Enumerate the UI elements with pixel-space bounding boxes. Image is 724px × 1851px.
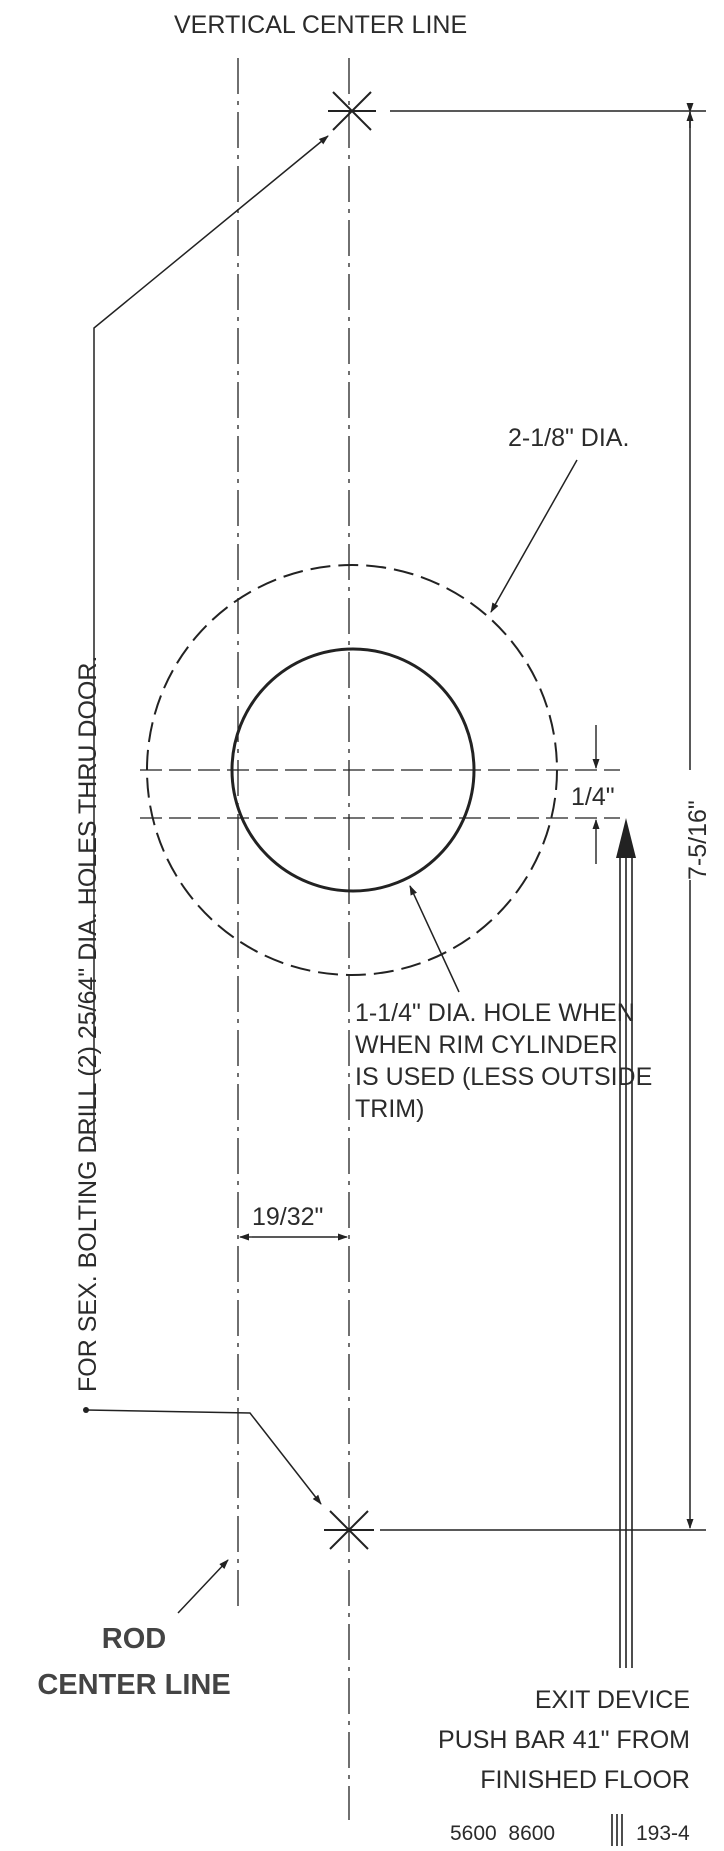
inner-hole-1-1-4-dia (230, 647, 476, 893)
bottom-bolt-hole-mark (324, 1510, 374, 1550)
height-dim-label: 7-5/16" (684, 800, 712, 880)
top-bolt-hole-mark (328, 91, 376, 131)
outer-circle-2-1-8-dia (146, 564, 558, 976)
height-dimension (380, 103, 706, 1531)
bolting-leader-bottom (85, 1409, 322, 1505)
drawing-number-label: 193-4 (636, 1822, 690, 1845)
offset-dim-label: 1/4" (571, 783, 615, 811)
push-bar-indicator (616, 818, 636, 1668)
rod-offset-dim-label: 19/32" (252, 1203, 323, 1231)
exit-device-label-line1: EXIT DEVICE (535, 1686, 690, 1714)
drawing-number-divider (611, 1814, 623, 1846)
inner-hole-label-line4: TRIM) (355, 1095, 424, 1123)
bolting-note-label: FOR SEX. BOLTING DRILL (2) 25/64" DIA. H… (74, 656, 102, 1392)
inner-hole-leader (409, 885, 460, 993)
inner-hole-label-line2: WHEN RIM CYLINDER (355, 1031, 618, 1059)
rod-center-line-label-line1: ROD (102, 1623, 166, 1655)
rod-center-leader (177, 1559, 229, 1614)
outer-circle-dia-label: 2-1/8" DIA. (508, 424, 629, 452)
bolting-leader-top (93, 135, 329, 1145)
inner-hole-label-line1: 1-1/4" DIA. HOLE WHEN (355, 999, 635, 1027)
exit-device-label-line3: FINISHED FLOOR (480, 1766, 690, 1794)
rod-center-line-label-line2: CENTER LINE (37, 1669, 230, 1701)
exit-device-label-line2: PUSH BAR 41" FROM (438, 1726, 690, 1754)
model-numbers-label: 5600 8600 (450, 1822, 555, 1845)
inner-hole-label-line3: IS USED (LESS OUTSIDE (355, 1063, 652, 1091)
outer-circle-leader (490, 459, 578, 613)
vertical-center-line-label: VERTICAL CENTER LINE (174, 11, 467, 39)
